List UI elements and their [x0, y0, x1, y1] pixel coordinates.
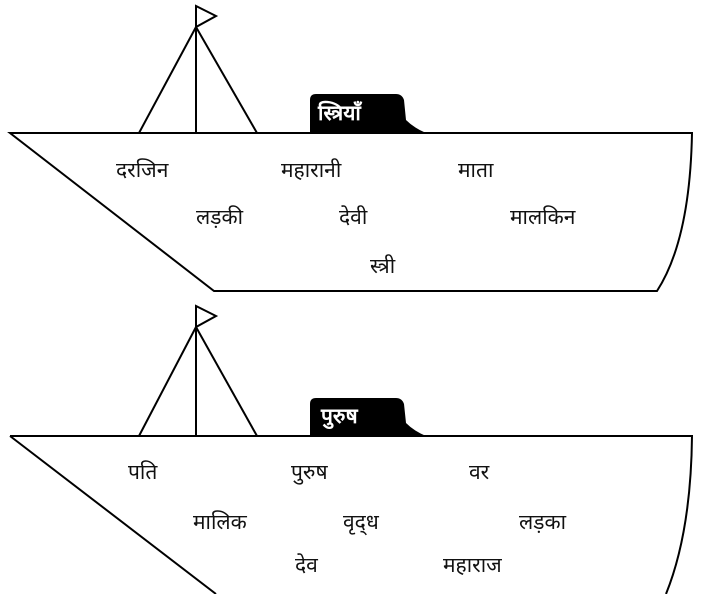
- word-item: पुरुष: [291, 462, 328, 483]
- rigging-left: [139, 27, 196, 133]
- boat-men: पुरुष पति पुरुष वर मालिक वृद्‌ध लड़का दे…: [0, 302, 702, 594]
- boat-label: पुरुष: [321, 406, 358, 427]
- boat-label: स्त्रियाँ: [318, 103, 361, 124]
- word-item: महारानी: [281, 160, 341, 181]
- word-item: वर: [469, 462, 489, 483]
- word-item: मालिक: [193, 512, 247, 533]
- boat-women: स्त्रियाँ दरजिन महारानी माता लड़की देवी …: [0, 0, 702, 300]
- word-item: दरजिन: [116, 160, 168, 181]
- word-item: लड़की: [196, 207, 243, 228]
- rigging-right: [196, 27, 257, 133]
- flag-icon: [196, 306, 216, 327]
- word-item: लड़का: [519, 512, 566, 533]
- rigging-left: [139, 327, 196, 436]
- word-item: देव: [295, 555, 318, 576]
- word-item: स्त्री: [370, 256, 395, 277]
- rigging-right: [196, 327, 257, 436]
- flag-icon: [196, 6, 216, 27]
- word-item: महाराज: [443, 555, 502, 576]
- word-item: माता: [458, 160, 493, 181]
- word-item: पति: [128, 462, 157, 483]
- word-item: वृद्‌ध: [343, 512, 379, 533]
- boat-women-drawing: [0, 0, 702, 300]
- boat-men-drawing: [0, 302, 702, 594]
- word-item: मालकिन: [510, 207, 575, 228]
- word-item: देवी: [339, 207, 367, 228]
